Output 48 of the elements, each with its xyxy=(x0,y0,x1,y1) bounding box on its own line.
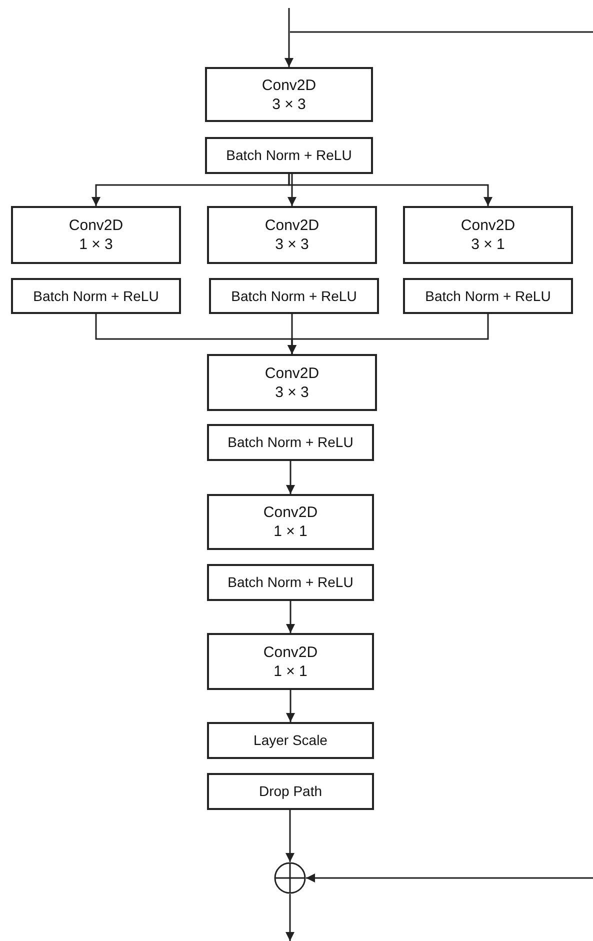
layer-label: Conv2D xyxy=(460,216,516,235)
layer-label: Batch Norm + ReLU xyxy=(425,286,551,306)
layer-label: Conv2D xyxy=(68,216,124,235)
layer-box xyxy=(11,206,181,264)
arrow xyxy=(288,174,296,206)
layer-box xyxy=(207,494,374,550)
layer-box xyxy=(209,278,379,314)
layer-label: 3 × 3 xyxy=(275,382,309,402)
arrow xyxy=(286,690,295,722)
layer-label: 3 × 1 xyxy=(471,235,505,254)
layer-box xyxy=(207,773,374,810)
layer-label: Batch Norm + ReLU xyxy=(228,573,354,592)
layer-label: Batch Norm + ReLU xyxy=(33,286,159,306)
layer-label: 1 × 3 xyxy=(79,235,113,254)
layer-box xyxy=(207,633,374,690)
arrow xyxy=(288,174,492,206)
layer-label: Conv2D xyxy=(263,503,318,522)
layer-box xyxy=(11,278,181,314)
layer-label: Batch Norm + ReLU xyxy=(226,146,352,165)
layer-label: Conv2D xyxy=(262,76,316,94)
layer-box xyxy=(207,564,374,601)
layer-label: 3 × 3 xyxy=(272,94,306,114)
layer-label: 1 × 1 xyxy=(274,522,308,541)
arrow xyxy=(288,314,489,354)
layer-label: 1 × 1 xyxy=(274,662,308,680)
layer-box xyxy=(205,137,373,174)
layer-box xyxy=(207,424,374,461)
arrow xyxy=(286,810,294,862)
layer-label: Batch Norm + ReLU xyxy=(228,433,354,452)
layer-label: Drop Path xyxy=(258,782,322,801)
layer-box xyxy=(205,67,373,122)
sum-circle xyxy=(274,862,306,894)
arrow xyxy=(286,461,295,494)
layer-label: 3 × 3 xyxy=(275,235,309,254)
layer-label: Conv2D xyxy=(264,364,320,382)
layer-box xyxy=(207,206,377,264)
layer-label: Batch Norm + ReLU xyxy=(231,286,357,306)
layer-box xyxy=(403,206,573,264)
layer-label: Conv2D xyxy=(264,216,320,235)
arrow xyxy=(286,601,295,633)
arrow xyxy=(289,31,593,882)
layer-box xyxy=(207,722,374,759)
layer-label: Conv2D xyxy=(263,642,318,662)
layer-box xyxy=(403,278,573,314)
layer-label: Layer Scale xyxy=(254,731,328,750)
arrow xyxy=(286,894,294,941)
layer-box xyxy=(207,354,377,411)
arrow xyxy=(284,8,294,67)
